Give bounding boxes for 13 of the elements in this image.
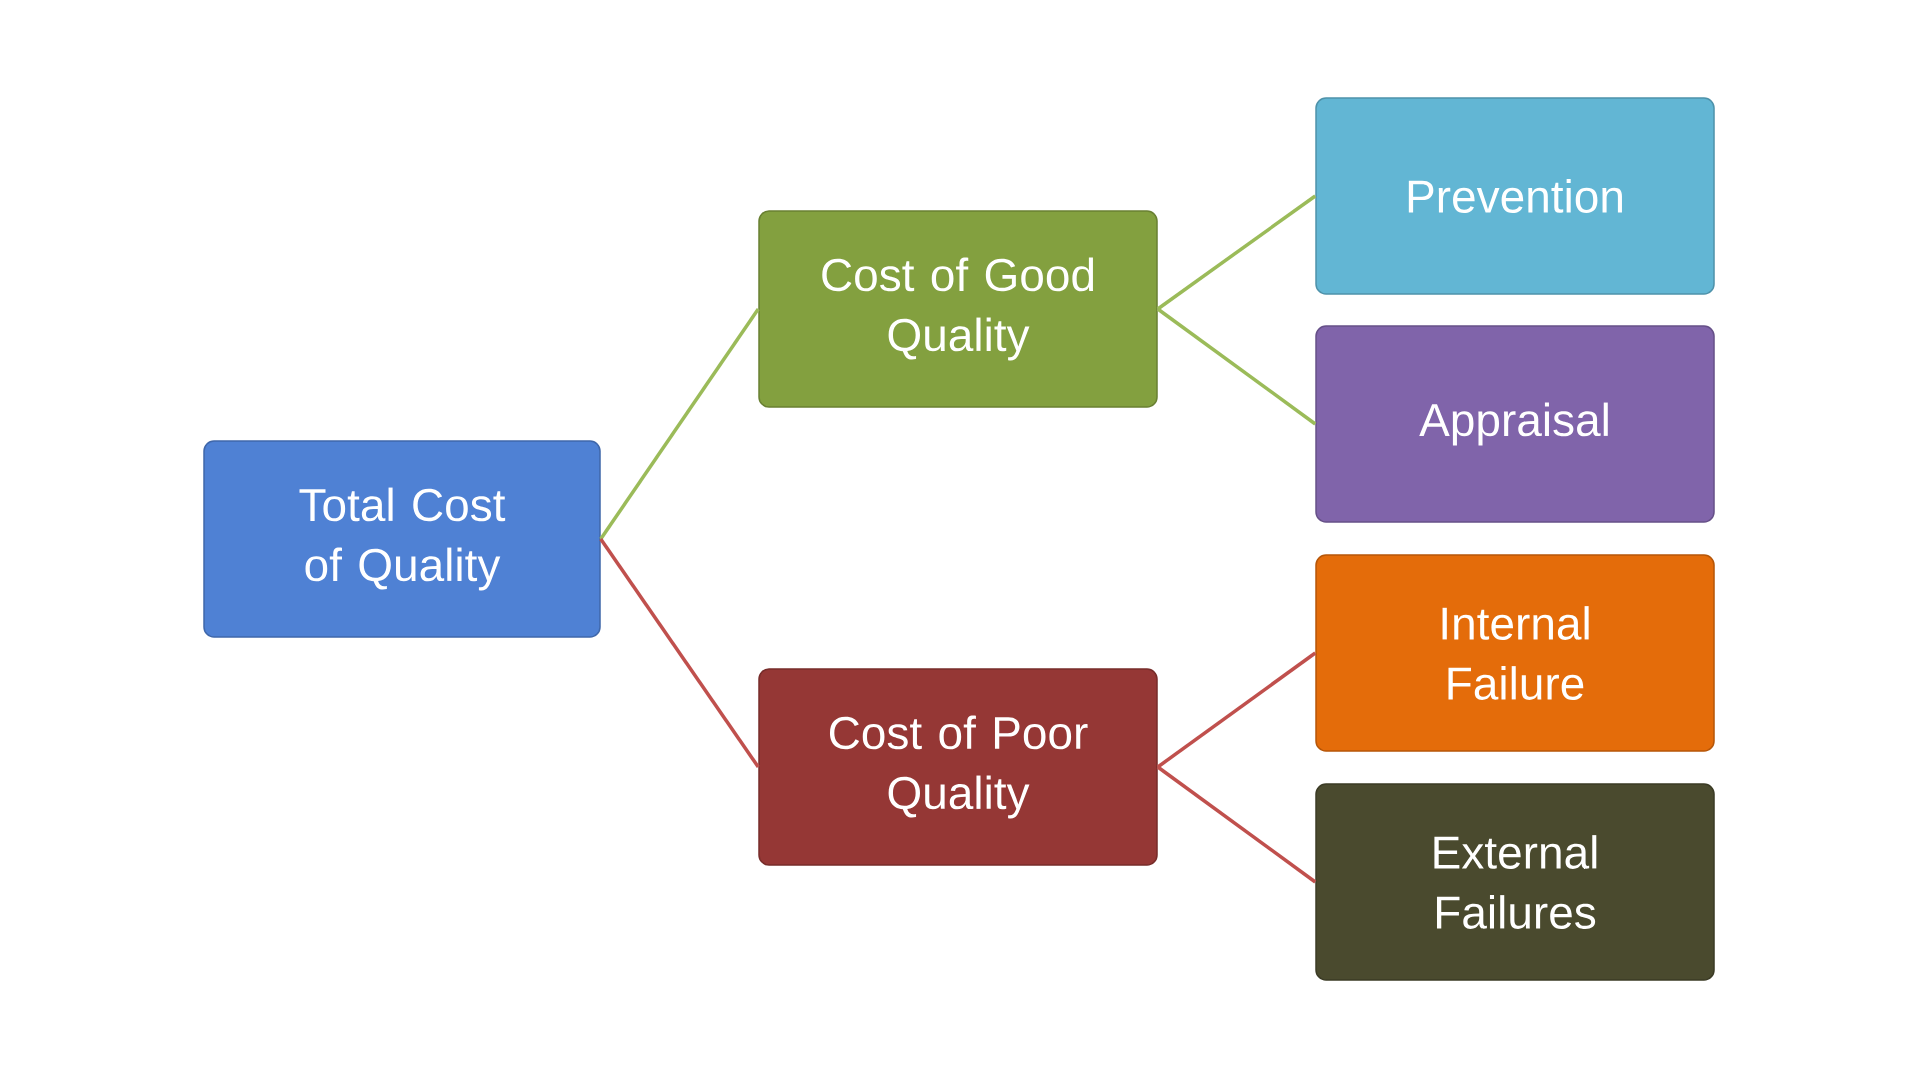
process-box: Prevention <box>1315 97 1715 295</box>
connector-line <box>1156 651 1317 769</box>
connector-line <box>599 538 760 768</box>
process-box: External Failures <box>1315 783 1715 981</box>
process-box: Internal Failure <box>1315 554 1715 752</box>
process-box: Cost of Poor Quality <box>758 668 1158 866</box>
process-box: Cost of Good Quality <box>758 210 1158 408</box>
connector-line <box>1156 307 1317 426</box>
connector-line <box>599 308 760 540</box>
connector-line <box>1156 765 1317 884</box>
process-box: Appraisal <box>1315 325 1715 523</box>
connector-line <box>1156 194 1317 311</box>
process-box: Total Cost of Quality <box>203 440 601 638</box>
